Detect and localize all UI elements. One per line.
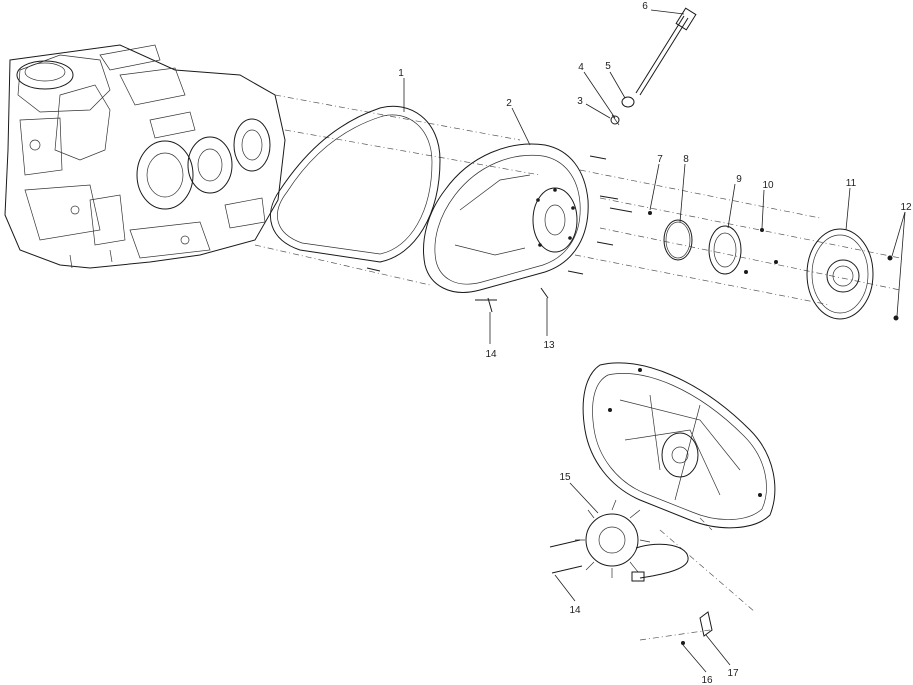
inspection-cover	[806, 228, 874, 320]
seal-ring	[708, 225, 742, 275]
callout-12: 12	[900, 202, 912, 213]
callout-16: 16	[701, 675, 713, 685]
callout-14-upper: 14	[485, 349, 497, 360]
callout-15: 15	[559, 472, 571, 483]
bracket-and-screw	[681, 611, 713, 645]
inner-housing	[582, 362, 776, 529]
leader-lines	[403, 9, 906, 673]
o-ring	[663, 219, 693, 261]
callout-labels: 1 2 3 4 5 6 7 8 9 10 11 12 13 14 14 15 1…	[398, 1, 912, 685]
callout-1: 1	[398, 68, 404, 79]
callout-17: 17	[727, 668, 739, 679]
alignment-lines	[254, 94, 901, 641]
callout-4: 4	[578, 62, 584, 73]
callout-7: 7	[657, 154, 663, 165]
stator	[549, 499, 689, 582]
callout-2: 2	[506, 98, 512, 109]
callout-8: 8	[683, 154, 689, 165]
engine-assembly	[4, 44, 286, 269]
outer-cover	[423, 143, 589, 293]
callout-11: 11	[846, 178, 857, 189]
dipstick-assembly	[610, 7, 697, 126]
cover-gasket	[270, 105, 441, 263]
callout-9: 9	[736, 174, 742, 185]
callout-3: 3	[577, 96, 583, 107]
fasteners	[366, 155, 899, 321]
callout-6: 6	[642, 1, 648, 12]
callout-5: 5	[605, 61, 611, 72]
callout-10: 10	[762, 180, 774, 191]
callout-14-lower: 14	[569, 605, 581, 616]
callout-13: 13	[543, 340, 555, 351]
